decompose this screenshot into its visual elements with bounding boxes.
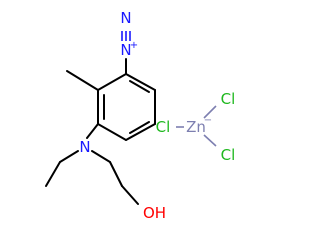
chlorine-bottom-label: Cl: [221, 146, 236, 164]
ethyl-bond-2: [45, 161, 61, 187]
amine-n-label: N: [79, 138, 90, 156]
zn-cl-bond: [203, 105, 217, 119]
diazonium-group: N N +: [120, 9, 138, 59]
ethyl-bond-1: [59, 150, 79, 163]
diazo-positive-charge: +: [130, 40, 138, 51]
diazo-n1-label: N: [120, 41, 131, 59]
diazo-n2-label: N: [120, 9, 131, 27]
hydroxyl-label: OH: [143, 204, 166, 222]
zinc-trichloride-anion: Zn − Cl Cl Cl: [156, 90, 236, 164]
benzene-ring: [97, 73, 156, 141]
ring-bond: [97, 73, 127, 91]
chlorine-top-label: Cl: [221, 90, 236, 108]
ring-bond: [125, 73, 156, 91]
chlorine-left-label: Cl: [156, 118, 171, 136]
zn-cl-bond: [203, 134, 217, 147]
hydroxyethyl-bond-3: [121, 185, 139, 205]
zinc-label: Zn: [186, 118, 206, 136]
hydroxyethyl-bond-2: [109, 161, 123, 187]
ring-bond: [97, 123, 127, 141]
methyl-bond: [66, 70, 99, 91]
hydroxyethyl-bond-1: [91, 150, 111, 163]
ring-amine-bond: [86, 123, 99, 139]
zinc-negative-charge: −: [204, 115, 212, 126]
ring-bond: [125, 123, 156, 141]
ring-double-bond: [129, 121, 150, 134]
ring-double-bond: [129, 80, 150, 93]
chemical-structure-diagram: N N + N OH Zn − Cl Cl Cl: [45, 9, 236, 222]
